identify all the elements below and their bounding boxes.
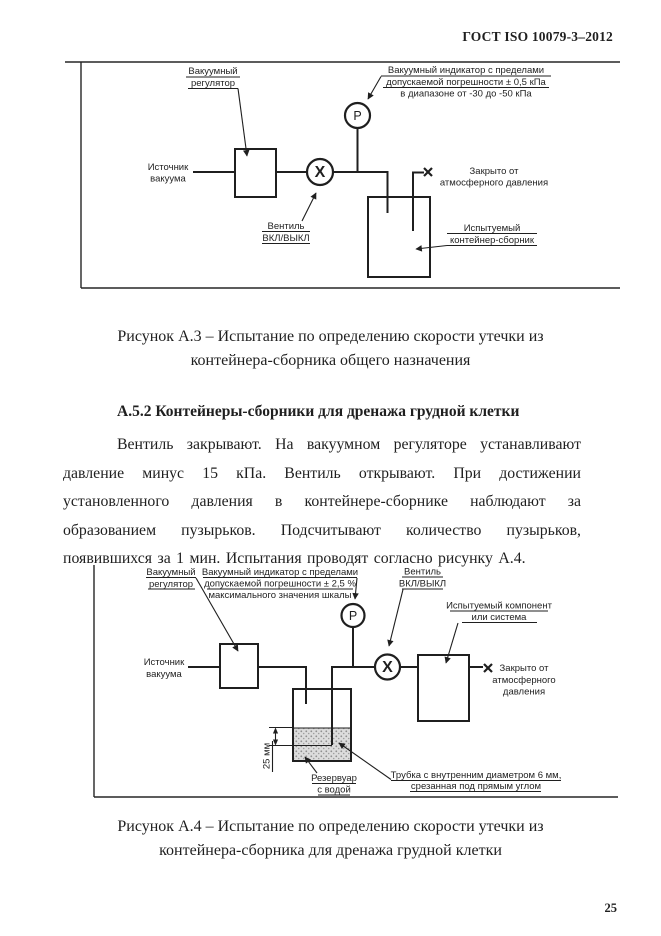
- closed-port-marker-icon: [423, 167, 433, 177]
- label-vacuum-regulator: Вакуумный регулятор: [186, 66, 240, 90]
- svg-text:Закрыто от: Закрыто от: [500, 663, 550, 674]
- page-number: 25: [604, 901, 618, 915]
- vacuum-regulator-box: [219, 643, 259, 689]
- body-paragraph: Вентиль закрывают. На вакуумном регулято…: [63, 436, 581, 568]
- dimension-text: 25 мм: [262, 743, 273, 769]
- label-vacuum-indicator: Вакуумный индикатор с пределами допускае…: [381, 65, 551, 100]
- label-test-container: Испытуемый контейнер-сборник: [447, 223, 537, 247]
- svg-text:допускаемой погрешности ± 2,5: допускаемой погрешности ± 2,5 %: [204, 579, 356, 590]
- section-heading: А.5.2 Контейнеры-сборники для дренажа гр…: [117, 403, 520, 420]
- label-tube: Трубка с внутренним диаметром 6 мм, срез…: [391, 770, 562, 793]
- vacuum-regulator-box: [234, 148, 277, 198]
- label-test-component: Испытуемый компонент или система: [446, 601, 553, 624]
- pressure-gauge-icon: P: [343, 101, 372, 130]
- svg-text:Вентиль: Вентиль: [267, 221, 304, 232]
- gauge-letter: P: [349, 609, 357, 623]
- pressure-gauge-icon: P: [340, 602, 366, 629]
- svg-text:регулятор: регулятор: [149, 579, 193, 590]
- svg-text:или система: или система: [472, 612, 528, 623]
- test-component-box: [417, 654, 470, 722]
- svg-text:допускаемой погрешности ± 0,5: допускаемой погрешности ± 0,5 кПа: [386, 77, 546, 88]
- svg-text:контейнер-сборник: контейнер-сборник: [450, 235, 535, 246]
- on-off-valve-icon: X: [373, 653, 402, 681]
- test-container-box: [367, 196, 431, 278]
- svg-text:давления: давления: [503, 687, 545, 698]
- caption-line: контейнера-сборника общего назначения: [190, 352, 471, 369]
- valve-letter: X: [315, 164, 326, 181]
- svg-text:Вакуумный индикатор с пределам: Вакуумный индикатор с пределами: [202, 567, 358, 578]
- svg-text:с водой: с водой: [317, 785, 351, 796]
- label-vacuum-source: Источник вакуума: [148, 162, 189, 185]
- svg-text:ВКЛ/ВЫКЛ: ВКЛ/ВЫКЛ: [262, 233, 309, 244]
- svg-text:Вентиль: Вентиль: [404, 567, 441, 578]
- label-vacuum-regulator: Вакуумный регулятор: [146, 567, 196, 590]
- svg-text:Вакуумный индикатор с пределам: Вакуумный индикатор с пределами: [388, 65, 544, 76]
- svg-text:максимального значения шкалы: максимального значения шкалы: [208, 590, 351, 601]
- water-fill: [294, 728, 350, 760]
- figure-a4-caption: Рисунок А.4 – Испытание по определению с…: [0, 815, 661, 863]
- label-closed-to-atmosphere: Закрыто от атмосферного давления: [440, 166, 548, 189]
- svg-text:Испытуемый компонент: Испытуемый компонент: [446, 601, 553, 612]
- closed-port-marker-icon: [483, 663, 493, 673]
- leader-lines: [195, 577, 459, 780]
- on-off-valve-icon: X: [305, 157, 335, 187]
- label-valve-on-off: Вентиль ВКЛ/ВЫКЛ: [262, 221, 310, 245]
- svg-text:Трубка с внутренним диаметром: Трубка с внутренним диаметром 6 мм,: [391, 770, 562, 781]
- label-closed-to-atmosphere: Закрыто от атмосферного давления: [492, 663, 555, 698]
- figure-frame: [65, 61, 620, 289]
- gauge-letter: P: [353, 109, 361, 123]
- svg-text:атмосферного: атмосферного: [492, 675, 555, 686]
- svg-text:Вакуумный: Вакуумный: [146, 567, 195, 578]
- figure-frame: [93, 565, 618, 798]
- svg-text:атмосферного давления: атмосферного давления: [440, 178, 548, 189]
- valve-letter: X: [382, 659, 393, 676]
- leader-lines: [237, 76, 448, 252]
- caption-line: Рисунок А.4 – Испытание по определению с…: [117, 818, 544, 835]
- label-valve-on-off: Вентиль ВКЛ/ВЫКЛ: [399, 567, 446, 590]
- svg-text:вакуума: вакуума: [146, 669, 182, 680]
- caption-line: контейнера-сборника для дренажа грудной …: [159, 842, 502, 859]
- svg-text:вакуума: вакуума: [150, 174, 186, 185]
- label-water-reservoir: Резервуар с водой: [311, 773, 357, 796]
- document-header: ГОСТ ISO 10079-3–2012: [462, 29, 613, 44]
- svg-text:Испытуемый: Испытуемый: [464, 223, 521, 234]
- svg-text:срезанная под прямым углом: срезанная под прямым углом: [411, 781, 541, 792]
- svg-text:ВКЛ/ВЫКЛ: ВКЛ/ВЫКЛ: [399, 579, 446, 590]
- caption-line: Рисунок А.3 – Испытание по определению с…: [117, 328, 544, 345]
- svg-text:Источник: Источник: [144, 657, 185, 668]
- label-vacuum-source: Источник вакуума: [144, 657, 185, 680]
- figure-a3-caption: Рисунок А.3 – Испытание по определению с…: [0, 325, 661, 373]
- svg-text:Резервуар: Резервуар: [311, 773, 357, 784]
- label-vacuum-indicator: Вакуумный индикатор с пределами допускае…: [202, 567, 358, 601]
- svg-text:в диапазоне от -30 до -50 кПа: в диапазоне от -30 до -50 кПа: [400, 89, 532, 100]
- svg-text:Закрыто от: Закрыто от: [470, 166, 520, 177]
- figure-a3-diagram: X P Источник вакуума Вакуумный регулятор…: [65, 61, 620, 289]
- svg-text:регулятор: регулятор: [191, 78, 235, 89]
- pipes: [193, 128, 424, 231]
- dimension-25mm: 25 мм: [262, 726, 332, 772]
- pipes: [188, 627, 483, 745]
- svg-text:Источник: Источник: [148, 162, 189, 173]
- figure-a4-diagram: P X 25 мм Вакуумный регу: [93, 565, 618, 798]
- svg-text:Вакуумный: Вакуумный: [188, 66, 237, 77]
